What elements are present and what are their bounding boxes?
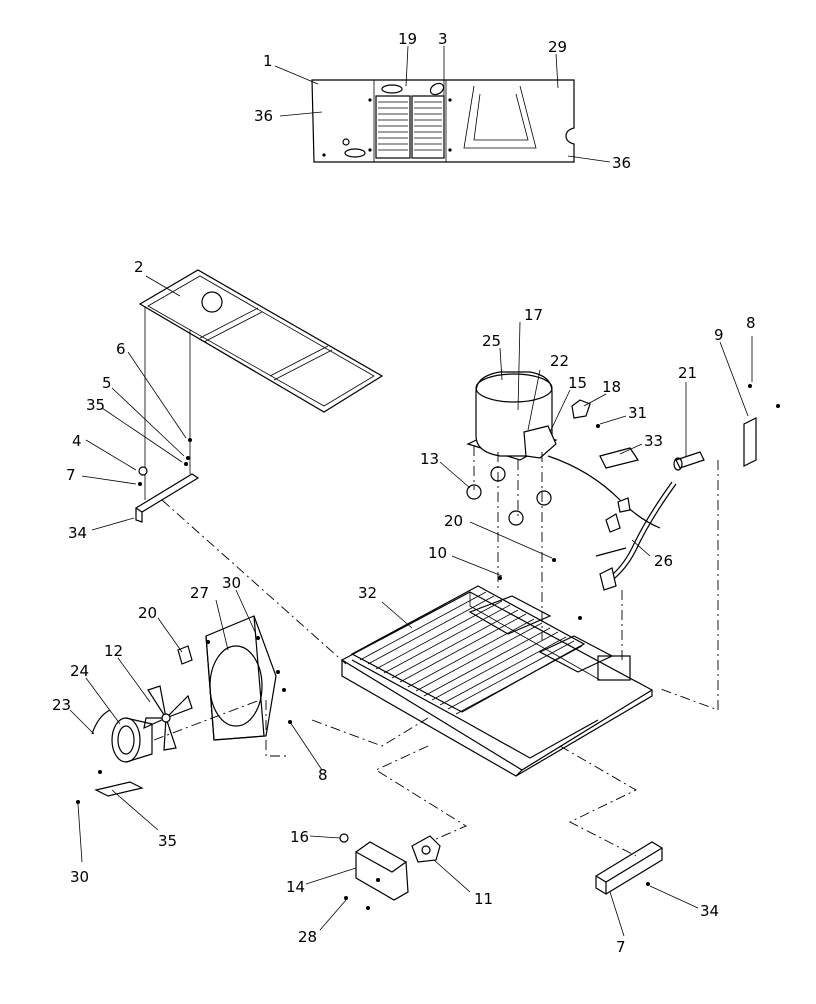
- callout-13: 13: [420, 450, 439, 468]
- right-rail-bracket: [594, 841, 664, 896]
- callout-16: 16: [290, 828, 309, 846]
- compressor-assembly: [466, 371, 639, 640]
- callout-4: 4: [72, 432, 82, 450]
- fan-shroud: [177, 615, 292, 741]
- callout-9: 9: [714, 326, 724, 344]
- callout-28: 28: [298, 928, 317, 946]
- callout-20: 20: [444, 512, 463, 530]
- callout-23: 23: [52, 696, 71, 714]
- callout-15: 15: [568, 374, 587, 392]
- callout-17: 17: [524, 306, 543, 324]
- callout-6: 6: [116, 340, 126, 358]
- callout-14: 14: [286, 878, 305, 896]
- access-panel: [311, 79, 575, 163]
- callout-25: 25: [482, 332, 501, 350]
- callout-36: 36: [612, 154, 631, 172]
- callout-35: 35: [158, 832, 177, 850]
- callout-5: 5: [102, 374, 112, 392]
- callout-21: 21: [678, 364, 697, 382]
- callout-32: 32: [358, 584, 377, 602]
- left-bracket: [134, 306, 200, 523]
- callout-31: 31: [628, 404, 647, 422]
- callout-27: 27: [190, 584, 209, 602]
- callout-8: 8: [318, 766, 328, 784]
- callout-19: 19: [398, 30, 417, 48]
- wiring-harness: [547, 455, 677, 591]
- callout-35: 35: [86, 396, 105, 414]
- base-pan-condenser: [340, 558, 654, 777]
- callout-leaders-top: [274, 45, 611, 163]
- callout-7: 7: [616, 938, 626, 956]
- callout-34: 34: [68, 524, 87, 542]
- callout-2: 2: [134, 258, 144, 276]
- callout-leaders-mid: [381, 321, 753, 629]
- callout-leaders-bottom: [69, 589, 699, 937]
- callout-leaders-left: [81, 275, 187, 531]
- assembly-lines: [161, 499, 637, 857]
- callout-26: 26: [654, 552, 673, 570]
- callout-20: 20: [138, 604, 157, 622]
- callout-labels: 1 19 3 29 36 36 2 6 5 35 4 7 34 17 25 22…: [52, 30, 756, 956]
- callout-10: 10: [428, 544, 447, 562]
- fan-blade: [143, 685, 193, 751]
- callout-7: 7: [66, 466, 76, 484]
- callout-1: 1: [263, 52, 273, 70]
- callout-8: 8: [746, 314, 756, 332]
- fan-motor: [76, 699, 290, 804]
- callout-30: 30: [70, 868, 89, 886]
- tray-part-2: [138, 269, 384, 413]
- callout-36: 36: [254, 107, 273, 125]
- lower-bracket: [339, 833, 441, 910]
- callout-29: 29: [548, 38, 567, 56]
- callout-22: 22: [550, 352, 569, 370]
- callout-33: 33: [644, 432, 663, 450]
- callout-3: 3: [438, 30, 448, 48]
- callout-11: 11: [474, 890, 493, 908]
- right-bracket: [657, 384, 780, 711]
- callout-34: 34: [700, 902, 719, 920]
- callout-18: 18: [602, 378, 621, 396]
- callout-24: 24: [70, 662, 89, 680]
- callout-12: 12: [104, 642, 123, 660]
- callout-30: 30: [222, 574, 241, 592]
